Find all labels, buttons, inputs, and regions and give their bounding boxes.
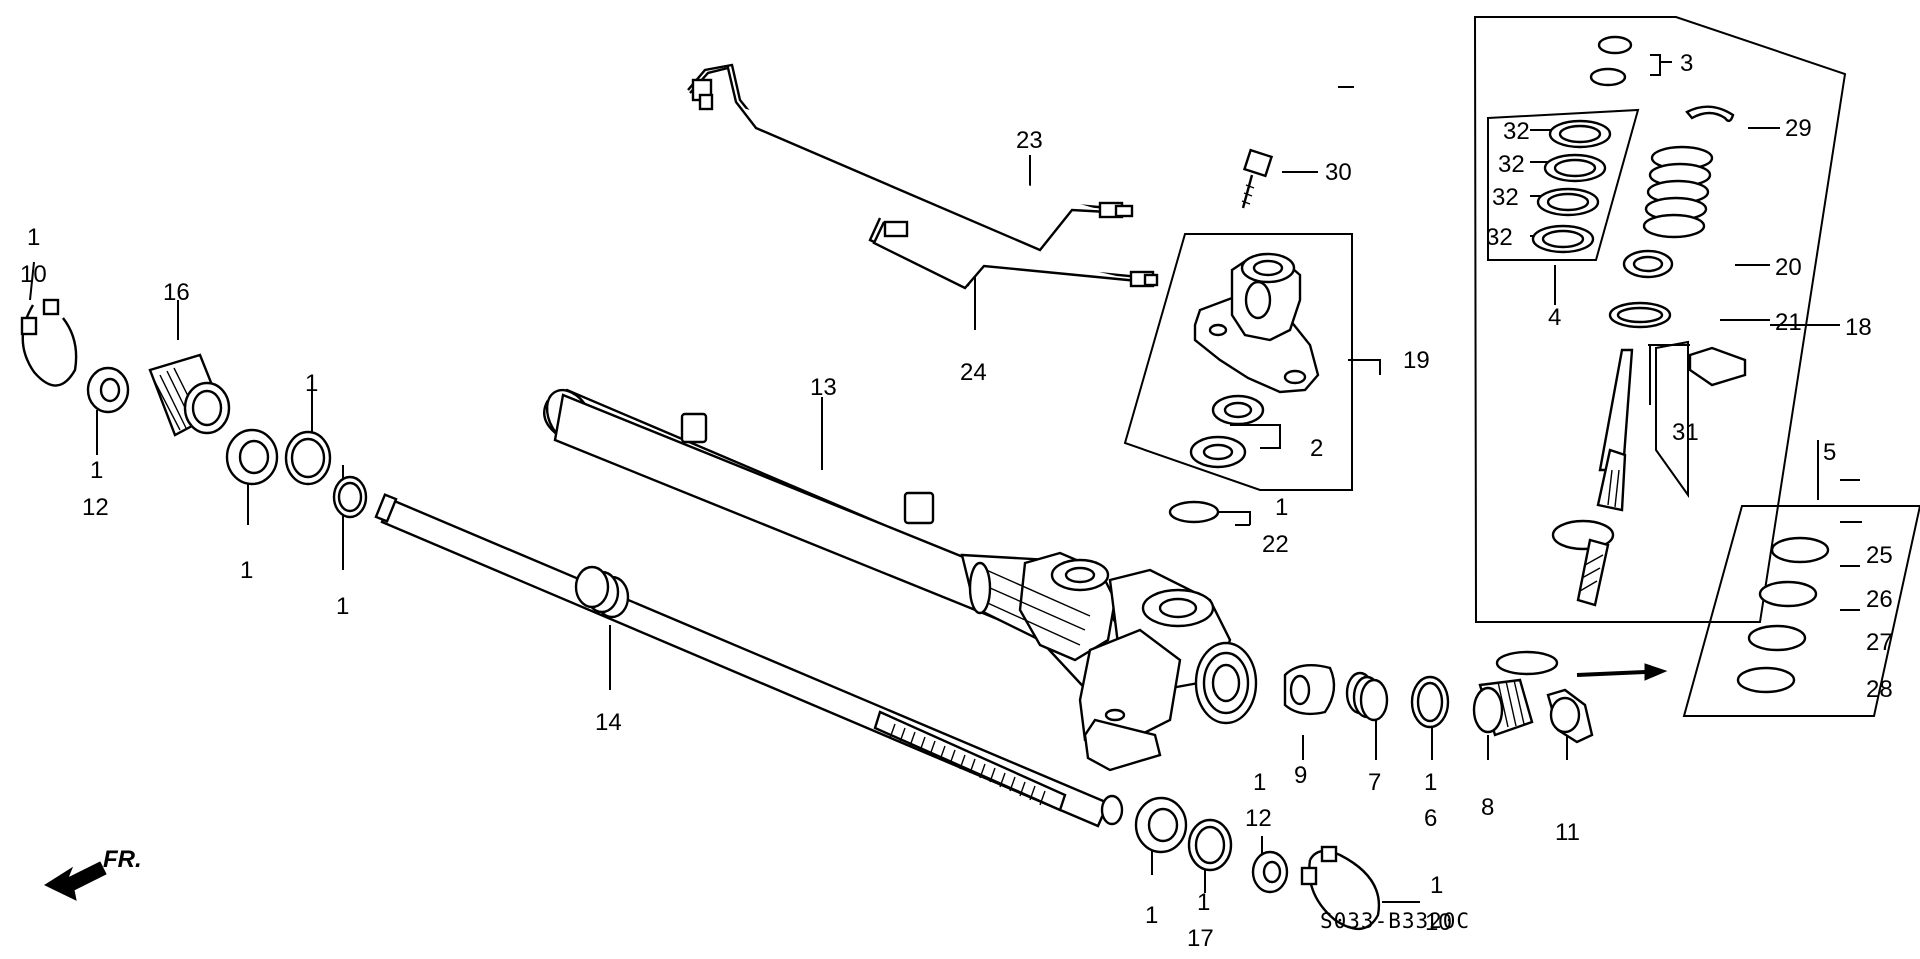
callout-11: 11 bbox=[1555, 819, 1580, 846]
callout-9: 9 bbox=[1294, 762, 1307, 789]
callout-1: 1 bbox=[305, 370, 318, 397]
callout-13: 13 bbox=[810, 374, 837, 401]
callout-1: 1 bbox=[1197, 889, 1210, 916]
front-direction-label: FR. bbox=[103, 846, 142, 873]
callout-7: 7 bbox=[1368, 769, 1381, 796]
callout-22: 22 bbox=[1262, 531, 1289, 558]
bushing-12-right bbox=[1251, 850, 1289, 894]
seals-2 bbox=[1189, 394, 1265, 469]
rack-guide-9 bbox=[1283, 664, 1336, 716]
callout-1: 1 bbox=[1145, 902, 1158, 929]
callout-27: 27 bbox=[1866, 629, 1893, 656]
rack-teeth bbox=[873, 710, 1067, 812]
callout-10: 10 bbox=[20, 261, 47, 288]
callout-1: 1 bbox=[336, 593, 349, 620]
band-clamp-10-left bbox=[20, 298, 78, 387]
callout-1: 1 bbox=[240, 557, 253, 584]
band-clamp-10-right bbox=[1300, 845, 1381, 930]
callout-17: 17 bbox=[1187, 925, 1214, 952]
cylinder-end-16 bbox=[148, 353, 231, 437]
o-ring-17 bbox=[1187, 818, 1233, 872]
callout-2: 2 bbox=[1310, 435, 1323, 462]
callout-1: 1 bbox=[1253, 769, 1266, 796]
valve-sleeve-rings bbox=[1642, 145, 1714, 239]
callout-21: 21 bbox=[1775, 309, 1802, 336]
feed-pipes bbox=[687, 63, 1159, 290]
assembly-outlines bbox=[1123, 16, 1920, 717]
o-ring-1-left-b bbox=[332, 475, 368, 519]
callout-30: 30 bbox=[1325, 159, 1352, 186]
o-ring-1-left-a bbox=[284, 430, 332, 486]
callout-12: 12 bbox=[82, 494, 109, 521]
callout-28: 28 bbox=[1866, 676, 1893, 703]
seal-1-right bbox=[1134, 796, 1188, 854]
callout-25: 25 bbox=[1866, 542, 1893, 569]
o-ring-6 bbox=[1410, 675, 1450, 729]
o-ring-22 bbox=[1168, 500, 1220, 524]
front-direction-arrow-icon bbox=[43, 861, 107, 901]
callout-18: 18 bbox=[1845, 314, 1872, 341]
callout-26: 26 bbox=[1866, 586, 1893, 613]
pinion-shaft bbox=[1551, 348, 1634, 607]
callout-31: 31 bbox=[1672, 419, 1699, 446]
o-ring-upper-right bbox=[1495, 650, 1559, 676]
callout-23: 23 bbox=[1016, 127, 1043, 154]
callout-32: 32 bbox=[1486, 224, 1513, 251]
callout-numbers: 1 10 16 1 12 1 1 1 14 13 23 24 30 19 2 1… bbox=[20, 50, 1893, 952]
bushing-12-left bbox=[86, 366, 130, 414]
callout-32: 32 bbox=[1503, 118, 1530, 145]
callout-1: 1 bbox=[1275, 494, 1288, 521]
gear-housing-13 bbox=[543, 388, 1258, 772]
callout-32: 32 bbox=[1492, 184, 1519, 211]
callout-5: 5 bbox=[1823, 439, 1836, 466]
locknut-11 bbox=[1546, 688, 1594, 744]
callout-24: 24 bbox=[960, 359, 987, 386]
callout-3: 3 bbox=[1680, 50, 1693, 77]
callout-1: 1 bbox=[27, 224, 40, 251]
callout-6: 6 bbox=[1424, 805, 1437, 832]
callout-20: 20 bbox=[1775, 254, 1802, 281]
steering-rack-14 bbox=[374, 493, 1124, 828]
valve-body-stack-18 bbox=[1531, 35, 1747, 607]
callout-29: 29 bbox=[1785, 115, 1812, 142]
screw-8 bbox=[1472, 678, 1534, 737]
callout-1: 1 bbox=[1424, 769, 1437, 796]
diagram-code: S033-B3320C bbox=[1320, 909, 1470, 933]
callout-8: 8 bbox=[1481, 794, 1494, 821]
seal-stack-32 bbox=[1531, 119, 1612, 254]
callout-10: 10 bbox=[1425, 909, 1452, 936]
callout-4: 4 bbox=[1548, 304, 1561, 331]
callout-16: 16 bbox=[163, 279, 190, 306]
callout-19: 19 bbox=[1403, 347, 1430, 374]
callout-14: 14 bbox=[595, 709, 622, 736]
spring-7 bbox=[1345, 671, 1389, 722]
callout-12: 12 bbox=[1245, 805, 1272, 832]
bolt-30 bbox=[1241, 148, 1274, 209]
valve-housing-19 bbox=[1193, 252, 1320, 394]
callout-32: 32 bbox=[1498, 151, 1525, 178]
pointer-arrow bbox=[1576, 663, 1668, 681]
callout-1: 1 bbox=[90, 457, 103, 484]
gasket-31 bbox=[1688, 346, 1747, 387]
o-ring-set-5 bbox=[1736, 536, 1830, 694]
callout-1: 1 bbox=[1430, 872, 1443, 899]
seal-1-left bbox=[225, 428, 279, 486]
